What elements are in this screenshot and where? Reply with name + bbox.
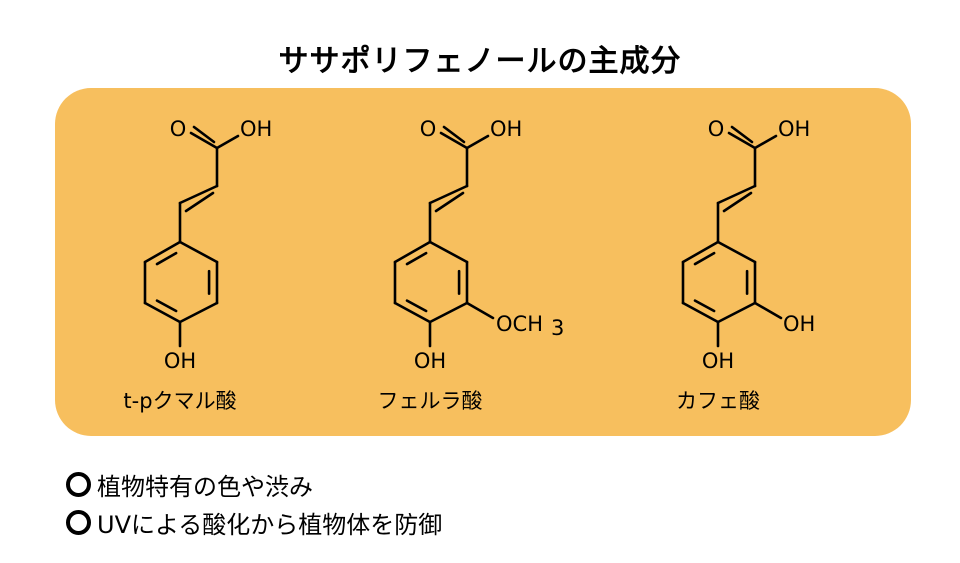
ring-double-bond <box>155 299 178 313</box>
ring-bond <box>716 301 757 324</box>
bullet-item: UVによる酸化から植物体を防御 <box>66 505 442 540</box>
carbonyl-bond <box>189 131 219 150</box>
circle-bullet-icon <box>66 510 91 535</box>
carboxyl-oh-label: OH <box>778 117 810 141</box>
ring-double-bond <box>693 251 716 266</box>
carbonyl-oxygen-label: O <box>420 117 437 141</box>
carbonyl-oxygen-label: O <box>170 117 187 141</box>
alkene-bond <box>178 184 219 205</box>
meta-substituent-bond <box>753 301 783 320</box>
carbonyl-double-bond <box>730 125 754 144</box>
alkene-bond <box>428 184 469 205</box>
bullet-text: UVによる酸化から植物体を防御 <box>97 511 443 539</box>
molecule-t-p-coumaric-acid: O OH OH t-pクマル酸 <box>123 117 272 413</box>
carboxyl-oh-bond <box>753 134 778 150</box>
alkene-double-bond <box>722 191 753 213</box>
alkene-double-bond <box>434 191 465 213</box>
ring-double-bond <box>693 299 716 313</box>
carbonyl-bond <box>727 131 757 150</box>
ring-double-bond <box>405 251 428 266</box>
carboxyl-oh-label: OH <box>490 117 522 141</box>
meta-substituent-bond <box>465 301 495 320</box>
ring-bond <box>681 240 720 264</box>
alkene-bond <box>716 184 757 205</box>
ring-bond <box>428 301 469 324</box>
ring-double-bond <box>155 251 178 266</box>
bullet-text: 植物特有の色や渋み <box>97 473 313 501</box>
ring-bond <box>393 240 432 264</box>
ring-bond <box>143 240 182 264</box>
para-oh-label: OH <box>164 349 196 373</box>
carbonyl-oxygen-label: O <box>708 117 725 141</box>
page-title: ササポリフェノールの主成分 <box>278 44 682 79</box>
ring-bond <box>716 240 757 264</box>
para-oh-label: OH <box>702 349 734 373</box>
carboxyl-oh-label: OH <box>240 117 272 141</box>
ring-bond <box>143 301 182 324</box>
ring-double-bond <box>405 299 428 313</box>
carboxyl-oh-bond <box>465 134 490 150</box>
ring-bond <box>393 301 432 324</box>
ring-bond <box>681 301 720 324</box>
ring-bond <box>428 240 469 264</box>
meta-oh-label: OH <box>783 312 815 336</box>
carbonyl-bond <box>439 131 469 150</box>
molecule-name: t-pクマル酸 <box>123 389 236 413</box>
carboxyl-oh-bond <box>215 134 240 150</box>
para-oh-label: OH <box>414 349 446 373</box>
molecule-name: カフェ酸 <box>676 389 760 413</box>
alkene-double-bond <box>184 191 215 213</box>
molecule-name: フェルラ酸 <box>378 389 483 413</box>
carbonyl-double-bond <box>192 125 216 144</box>
ring-bond <box>178 240 219 264</box>
bullet-item: 植物特有の色や渋み <box>66 467 313 502</box>
ring-bond <box>178 301 219 324</box>
carbonyl-double-bond <box>442 125 466 144</box>
circle-bullet-icon <box>66 472 91 497</box>
molecule-panel <box>55 88 911 436</box>
molecule-caffeic-acid: O OH OH OH カフェ酸 <box>676 117 815 413</box>
